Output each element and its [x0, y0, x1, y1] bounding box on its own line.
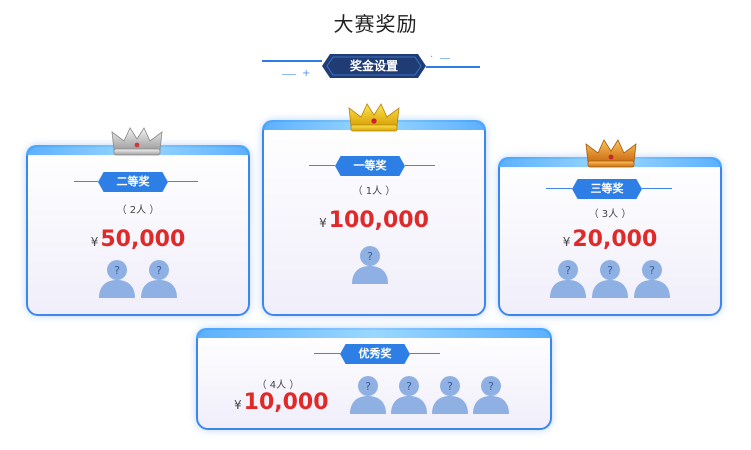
banner-deco-plus: +: [302, 68, 311, 79]
avatar-placeholder-icon: ?: [634, 260, 670, 298]
currency-symbol: ¥: [319, 216, 327, 230]
second-prize-tag: 二等奖: [98, 172, 168, 192]
avatar-placeholder-icon: ?: [99, 260, 135, 298]
banner-line-right: [426, 66, 480, 68]
avatar-placeholder-icon: ?: [432, 376, 468, 414]
excellence-prize-amount-value: 10,000: [243, 390, 329, 415]
second-prize-amount: ¥50,000: [28, 227, 248, 252]
second-prize-tag-row: 二等奖: [74, 172, 204, 192]
silver-crown-icon: [111, 127, 163, 156]
third-prize-amount-value: 20,000: [572, 227, 658, 252]
svg-text:?: ?: [649, 264, 655, 277]
first-prize-count: （ 1人 ）: [352, 186, 396, 197]
first-prize-tag-row: 一等奖: [309, 156, 439, 176]
banner-line-left-sub: [282, 74, 296, 75]
avatar-placeholder-icon: ?: [350, 376, 386, 414]
banner-line-left: [262, 60, 322, 62]
avatar-placeholder-icon: ?: [141, 260, 177, 298]
second-prize-amount-value: 50,000: [100, 227, 186, 252]
first-prize-amount-value: 100,000: [328, 208, 429, 233]
currency-symbol: ¥: [234, 398, 242, 412]
svg-text:?: ?: [367, 250, 373, 263]
avatar-placeholder-icon: ?: [352, 246, 388, 284]
banner-deco-dot: ·: [430, 52, 434, 63]
avatar-placeholder-icon: ?: [550, 260, 586, 298]
avatar-placeholder-icon: ?: [391, 376, 427, 414]
svg-text:?: ?: [156, 264, 162, 277]
excellence-prize-amount: ¥10,000: [234, 390, 334, 415]
excellence-prize-count: （ 4人 ）: [256, 380, 300, 391]
gold-crown-icon: [348, 103, 400, 132]
third-prize-tag-row: 三等奖: [546, 179, 676, 199]
bronze-crown-icon: [585, 139, 637, 168]
first-prize-amount: ¥100,000: [264, 208, 484, 233]
third-prize-tag: 三等奖: [572, 179, 642, 199]
svg-text:?: ?: [406, 380, 412, 393]
second-prize-count: （ 2人 ）: [116, 205, 160, 216]
prize-settings-banner: 奖金设置: [322, 54, 426, 78]
third-prize-amount: ¥20,000: [500, 227, 720, 252]
card-top-glow: [196, 328, 552, 338]
first-prize-card: 一等奖 （ 1人 ） ¥100,000: [262, 120, 486, 316]
avatar-placeholder-icon: ?: [473, 376, 509, 414]
banner-label: 奖金设置: [349, 59, 398, 73]
svg-text:?: ?: [488, 380, 494, 393]
avatar-placeholder-icon: ?: [592, 260, 628, 298]
currency-symbol: ¥: [562, 235, 571, 249]
second-prize-card: 二等奖 （ 2人 ） ¥50,000: [26, 145, 250, 316]
first-prize-tag: 一等奖: [335, 156, 405, 176]
banner-line-right-sub: [440, 58, 450, 59]
svg-text:?: ?: [114, 264, 120, 277]
third-prize-count: （ 3人 ）: [588, 209, 632, 220]
excellence-prize-tag-row: 优秀奖: [314, 344, 444, 364]
excellence-prize-tag: 优秀奖: [340, 344, 410, 364]
svg-text:?: ?: [365, 380, 371, 393]
svg-text:?: ?: [447, 380, 453, 393]
page-title: 大赛奖励: [333, 12, 418, 36]
svg-text:?: ?: [607, 264, 613, 277]
svg-text:?: ?: [565, 264, 571, 277]
currency-symbol: ¥: [90, 235, 99, 249]
